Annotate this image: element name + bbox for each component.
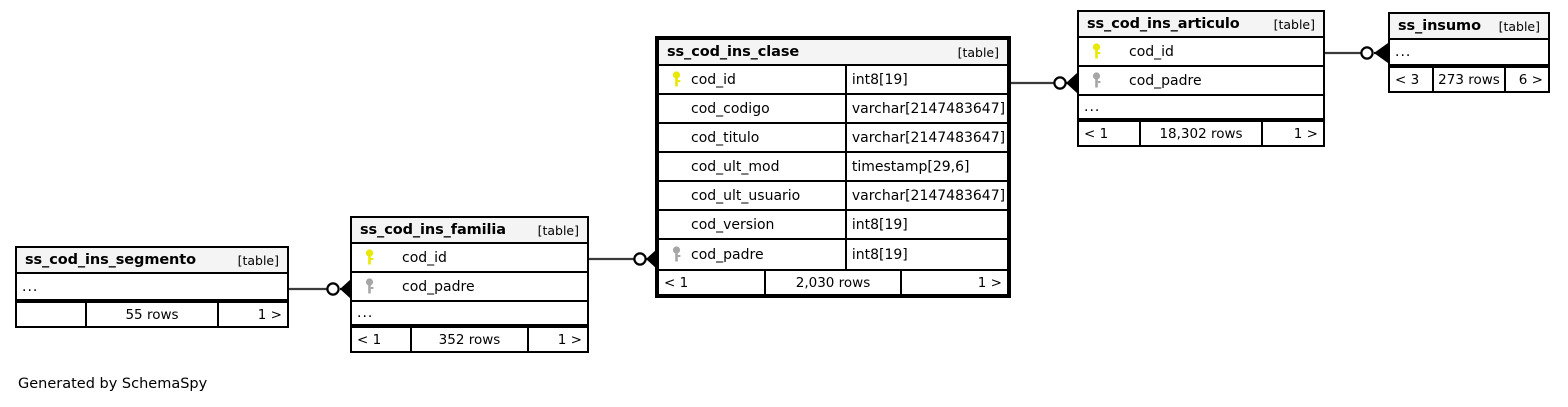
table-row[interactable]: cod_padre int8[19] [659,240,1007,269]
footer-row-count: 2,030 rows [764,271,902,294]
primary-key-icon [358,249,380,266]
table-kind-label: [table] [237,252,279,268]
footer-next-link[interactable]: 1 > [257,306,282,323]
column-name: cod_version [691,216,775,233]
column-name: cod_titulo [691,129,760,146]
footer-prev-link[interactable]: < 1 [1084,125,1109,142]
column-list: ... [1390,40,1548,66]
column-list: cod_id int8[19] cod_codigo varchar[21474… [659,66,1007,269]
relationship-articulo-insumo [1325,43,1388,63]
table-row[interactable]: cod_ult_usuario varchar[2147483647] [659,182,1007,211]
table-ss_cod_ins_familia[interactable]: ss_cod_ins_familia [table] cod_id cod_pa… [350,216,589,353]
more-columns-indicator: ... [1390,40,1548,66]
relationship-clase-articulo [1011,73,1077,93]
column-type: int8[19] [844,211,1007,238]
relationship-segmento-familia [289,279,351,299]
table-title: ss_cod_ins_segmento [25,252,196,268]
table-row[interactable]: cod_padre [1079,67,1323,96]
table-header: ss_cod_ins_segmento [table] [17,248,287,274]
column-type: varchar[2147483647] [844,182,1007,209]
table-ss_cod_ins_segmento[interactable]: ss_cod_ins_segmento [table] ... 55 rows … [15,246,289,328]
table-kind-label: [table] [1273,16,1315,32]
relationship-familia-clase [589,249,657,269]
primary-key-icon [1085,43,1107,60]
footer-prev-link[interactable]: < 1 [357,331,382,348]
table-header: ss_insumo [table] [1390,14,1548,40]
table-footer: 55 rows 1 > [17,301,287,326]
foreign-key-icon [665,246,687,263]
column-name: cod_ult_mod [691,158,780,175]
column-type: int8[19] [844,240,1007,269]
more-columns-indicator: ... [1079,96,1323,120]
footer-prev-link[interactable] [17,303,85,326]
table-footer: < 1 2,030 rows 1 > [659,269,1007,294]
table-title: ss_insumo [1398,18,1481,34]
table-row[interactable]: cod_id [1079,38,1323,67]
column-list: ... [17,274,287,301]
column-type: varchar[2147483647] [844,95,1007,122]
table-kind-label: [table] [1498,18,1540,34]
column-name: cod_padre [402,278,475,295]
column-type: timestamp[29,6] [844,153,1007,180]
table-footer: < 1 352 rows 1 > [352,326,587,351]
table-title: ss_cod_ins_articulo [1087,16,1240,32]
table-kind-label: [table] [537,222,579,238]
table-footer: < 3 273 rows 6 > [1390,66,1548,91]
more-columns-indicator: ... [352,302,587,326]
footer-next-link[interactable]: 6 > [1518,71,1543,88]
table-ss_insumo[interactable]: ss_insumo [table] ... < 3 273 rows 6 > [1388,12,1550,93]
column-name: cod_id [402,249,447,266]
table-row[interactable]: cod_id [352,244,587,273]
footer-row-count: 18,302 rows [1139,122,1263,145]
table-ss_cod_ins_articulo[interactable]: ss_cod_ins_articulo [table] cod_id cod_p… [1077,10,1325,147]
column-name: cod_id [691,71,736,88]
column-list: cod_id cod_padre ... [352,244,587,326]
column-type: varchar[2147483647] [844,124,1007,151]
footer-next-link[interactable]: 1 > [1293,125,1318,142]
table-ss_cod_ins_clase[interactable]: ss_cod_ins_clase [table] cod_id int8[19]… [655,36,1011,298]
foreign-key-icon [1085,72,1107,89]
footer-row-count: 55 rows [85,303,219,326]
table-header: ss_cod_ins_articulo [table] [1079,12,1323,38]
column-name: cod_padre [1129,72,1202,89]
table-kind-label: [table] [957,44,999,60]
table-title: ss_cod_ins_clase [667,44,800,60]
foreign-key-icon [358,278,380,295]
table-row[interactable]: cod_codigo varchar[2147483647] [659,95,1007,124]
table-header: ss_cod_ins_familia [table] [352,218,587,244]
footer-row-count: 273 rows [1432,68,1506,91]
table-row[interactable]: cod_version int8[19] [659,211,1007,240]
table-title: ss_cod_ins_familia [360,222,506,238]
table-footer: < 1 18,302 rows 1 > [1079,120,1323,145]
footer-row-count: 352 rows [410,328,529,351]
column-name: cod_padre [691,246,764,263]
column-name: cod_id [1129,43,1174,60]
diagram-caption: Generated by SchemaSpy [18,376,208,392]
table-row[interactable]: cod_titulo varchar[2147483647] [659,124,1007,153]
footer-prev-link[interactable]: < 3 [1395,71,1420,88]
table-row[interactable]: cod_id int8[19] [659,66,1007,95]
column-list: cod_id cod_padre ... [1079,38,1323,120]
more-columns-indicator: ... [17,274,287,301]
column-name: cod_ult_usuario [691,187,801,204]
footer-next-link[interactable]: 1 > [557,331,582,348]
column-type: int8[19] [844,66,1007,93]
column-name: cod_codigo [691,100,770,117]
table-row[interactable]: cod_ult_mod timestamp[29,6] [659,153,1007,182]
table-header: ss_cod_ins_clase [table] [659,40,1007,66]
primary-key-icon [665,71,687,88]
footer-next-link[interactable]: 1 > [977,274,1002,291]
footer-prev-link[interactable]: < 1 [664,274,689,291]
table-row[interactable]: cod_padre [352,273,587,302]
